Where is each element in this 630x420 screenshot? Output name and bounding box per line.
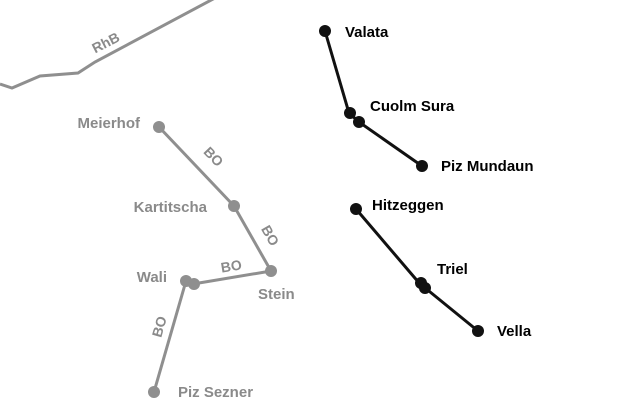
route-label-wali-sezner: BO [149,314,170,339]
stop-marker-piz-mundaun[interactable] [416,160,428,172]
stop-label-wali[interactable]: Wali [137,269,167,286]
active-stops [319,25,484,337]
rail-track [0,0,215,90]
stop-label-vella[interactable]: Vella [497,323,532,340]
route-label-meierhof-kartitscha: BO [201,143,227,169]
stop-marker-piz-sezner[interactable] [148,386,160,398]
route-segment-wali-sezner [152,280,188,393]
stop-label-piz-sezner[interactable]: Piz Sezner [178,384,253,401]
stop-marker-triel-2[interactable] [419,282,431,294]
stop-label-triel[interactable]: Triel [437,261,468,278]
route-valata-piz-mundaun[interactable] [323,30,423,168]
rail-line-label: RhB [89,29,122,56]
stop-label-stein[interactable]: Stein [258,286,295,303]
stop-label-hitzeggen[interactable]: Hitzeggen [372,197,444,214]
route-label-kartitscha-stein: BO [258,222,282,248]
stop-marker-stein[interactable] [265,265,277,277]
inactive-stops [148,121,277,398]
active-routes [323,30,479,333]
stop-label-piz-mundaun[interactable]: Piz Mundaun [441,158,534,175]
route-label-stein-wali: BO [220,257,243,276]
stop-label-cuolm-sura[interactable]: Cuolm Sura [370,98,455,115]
stop-marker-vella[interactable] [472,325,484,337]
stop-marker-hitzeggen[interactable] [350,203,362,215]
rail-line: RhB [0,0,215,90]
stop-label-valata[interactable]: Valata [345,24,389,41]
stop-marker-kartitscha[interactable] [228,200,240,212]
stop-marker-cuolm-sura-2[interactable] [353,116,365,128]
route-segment-stein-wali [192,269,272,286]
inactive-network [152,125,273,393]
route-segment-kartitscha-stein [232,205,273,272]
stop-label-meierhof[interactable]: Meierhof [77,115,141,132]
stop-marker-meierhof[interactable] [153,121,165,133]
stop-marker-wali-2[interactable] [188,278,200,290]
route-segment-meierhof-kartitscha [157,125,236,208]
stop-label-kartitscha[interactable]: Kartitscha [134,199,208,216]
stop-marker-valata[interactable] [319,25,331,37]
stop-marker-cuolm-sura[interactable] [344,107,356,119]
